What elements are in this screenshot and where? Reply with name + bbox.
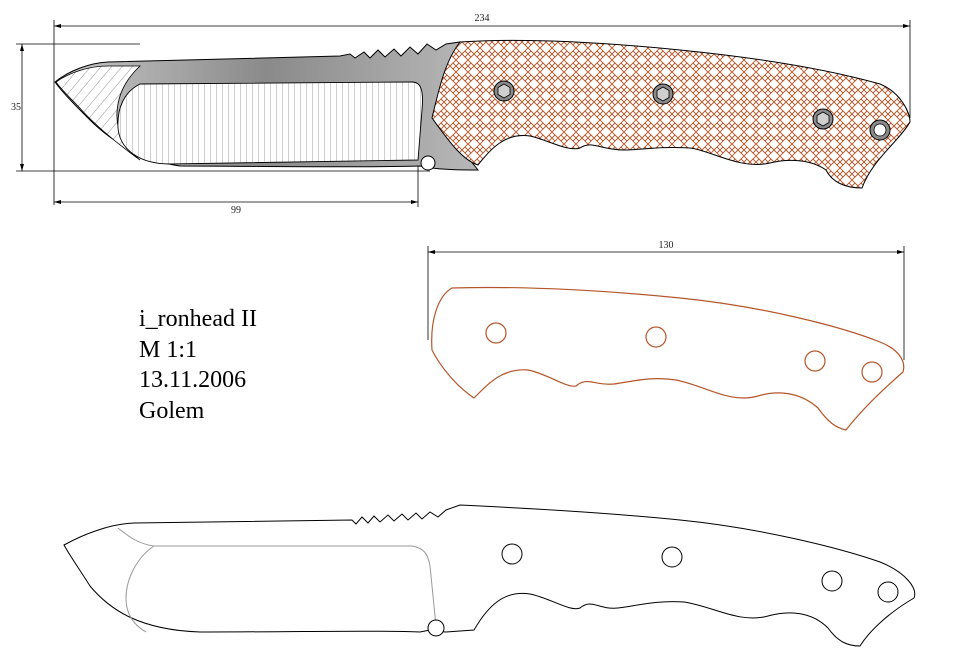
model-name: i_ronhead II: [139, 306, 257, 332]
tang-choil-notch: [427, 619, 445, 637]
handle-scale-length-label: 130: [659, 240, 674, 251]
blade-height-label: 35: [11, 102, 21, 113]
overall-length-dimension: 234: [53, 13, 911, 205]
tang-hole-4: [877, 581, 899, 603]
tang-hole-2: [661, 546, 683, 568]
handle-scale: [431, 39, 911, 189]
detailed-knife-view: 234 35 99: [11, 13, 911, 216]
full-tang-outline: [63, 504, 916, 647]
drawing-author: Golem: [139, 397, 205, 424]
handle-screw-3: [812, 108, 834, 130]
blade-flat-grind: [117, 81, 423, 165]
handle-screw-2: [652, 83, 674, 105]
blade-length-label: 99: [231, 205, 241, 216]
handle-scale-outline: [431, 286, 905, 431]
overall-length-label: 234: [475, 13, 490, 24]
tang-hole-3: [821, 570, 843, 592]
scale-hole-3: [804, 350, 826, 372]
drawing-date: 13.11.2006: [139, 367, 247, 393]
grind-line: [117, 527, 437, 627]
choil-notch: [420, 155, 436, 171]
tang-hole-1: [501, 543, 523, 565]
blade-height-dimension: 35: [11, 43, 430, 172]
title-block: i_ronhead II M 1:1 13.11.2006 Golem: [139, 304, 257, 426]
drawing-scale: M 1:1: [139, 336, 198, 363]
handle-scale-template: 130: [427, 240, 905, 431]
scale-hole-2: [645, 326, 667, 348]
handle-scale-length-dimension: 130: [427, 240, 905, 360]
lanyard-hole: [869, 119, 891, 141]
scale-hole-4: [861, 361, 883, 383]
handle-screw-1: [493, 80, 515, 102]
scale-hole-1: [485, 322, 507, 344]
full-tang-profile: [63, 504, 916, 647]
blade-length-dimension: 99: [54, 160, 419, 216]
tip-grind-line: [125, 545, 155, 633]
